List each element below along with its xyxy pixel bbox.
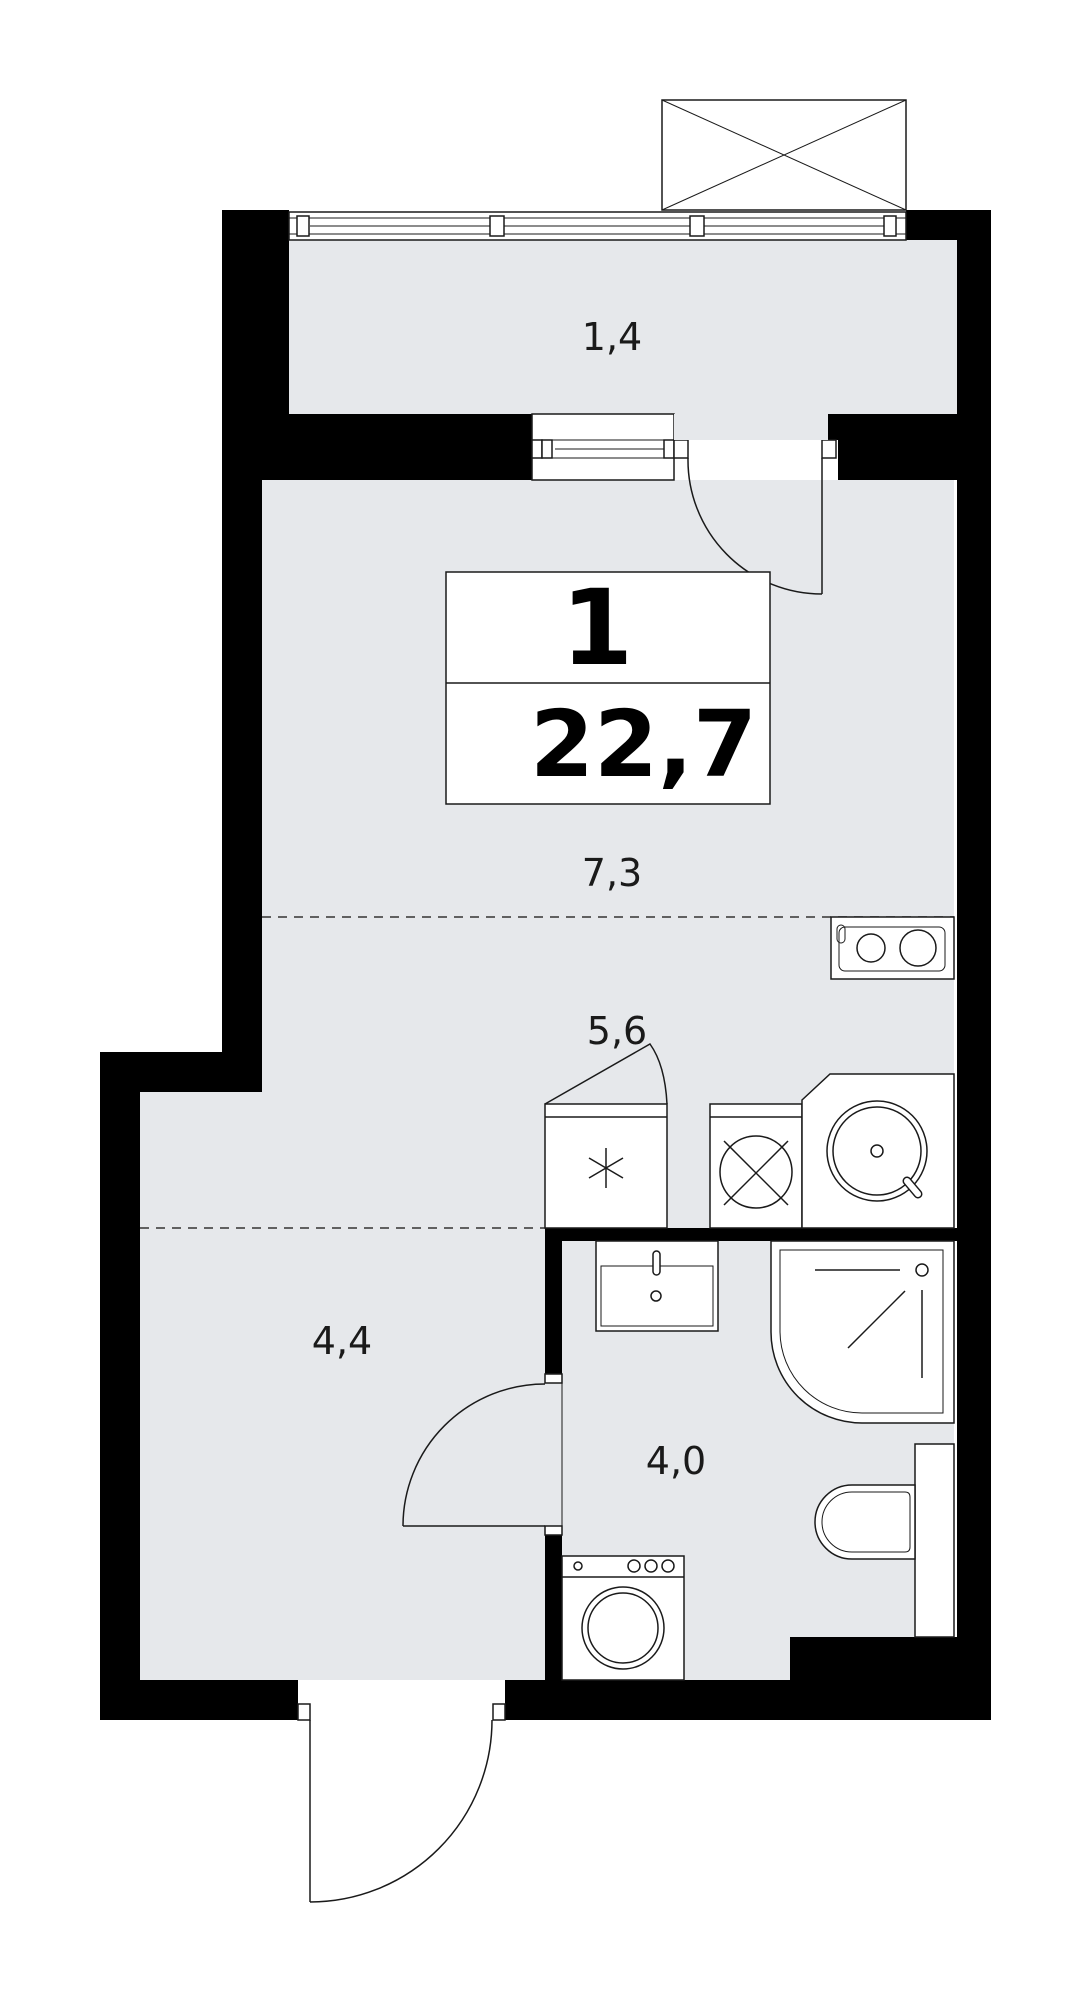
wall-bottom-step	[790, 1637, 957, 1682]
bathroom-sink-icon	[595, 1240, 719, 1332]
dishwasher-icon	[709, 1103, 803, 1229]
kitchen-area-label: 5,6	[587, 1009, 647, 1053]
wall-balcony-living-right-lower	[838, 440, 991, 480]
wall-hallway-left	[100, 1052, 140, 1720]
wall-bottom-left	[100, 1680, 298, 1720]
room-labels: 1,4 7,3 5,6 4,4 4,0	[312, 315, 706, 1483]
apartment-info-box: 1 22,7	[445, 567, 771, 805]
balcony-door-icon	[674, 414, 828, 595]
entrance-door-icon	[297, 1680, 506, 1903]
bathroom-door-icon	[402, 1373, 563, 1536]
wall-balcony-living-left	[222, 414, 544, 480]
hallway-area-label: 4,4	[312, 1319, 372, 1363]
stove-icon	[830, 916, 955, 980]
walls	[100, 210, 991, 1720]
fridge-icon	[544, 1043, 668, 1229]
wall-bath-left-top	[545, 1228, 562, 1383]
wall-bath-top	[545, 1228, 957, 1241]
bathroom-area-label: 4,0	[646, 1439, 706, 1483]
hallway-floor	[140, 1090, 545, 1680]
total-area: 22,7	[530, 691, 757, 798]
washing-machine-icon	[561, 1555, 685, 1681]
ventilation-shaft-icon	[661, 99, 907, 211]
shower-icon	[770, 1240, 955, 1424]
living-area-label: 7,3	[582, 851, 642, 895]
rooms-count: 1	[561, 567, 633, 689]
balcony-area-label: 1,4	[582, 315, 642, 359]
wall-balcony-living-right	[828, 414, 991, 440]
balcony-window	[288, 211, 907, 241]
wall-living-left	[222, 480, 262, 1092]
wall-bottom-right	[505, 1680, 991, 1720]
toilet-icon	[814, 1443, 955, 1638]
wall-bath-left-bottom	[545, 1535, 562, 1680]
sink-icon	[801, 1073, 955, 1229]
balcony-window-unit	[531, 413, 837, 481]
balcony-floor	[289, 240, 957, 414]
